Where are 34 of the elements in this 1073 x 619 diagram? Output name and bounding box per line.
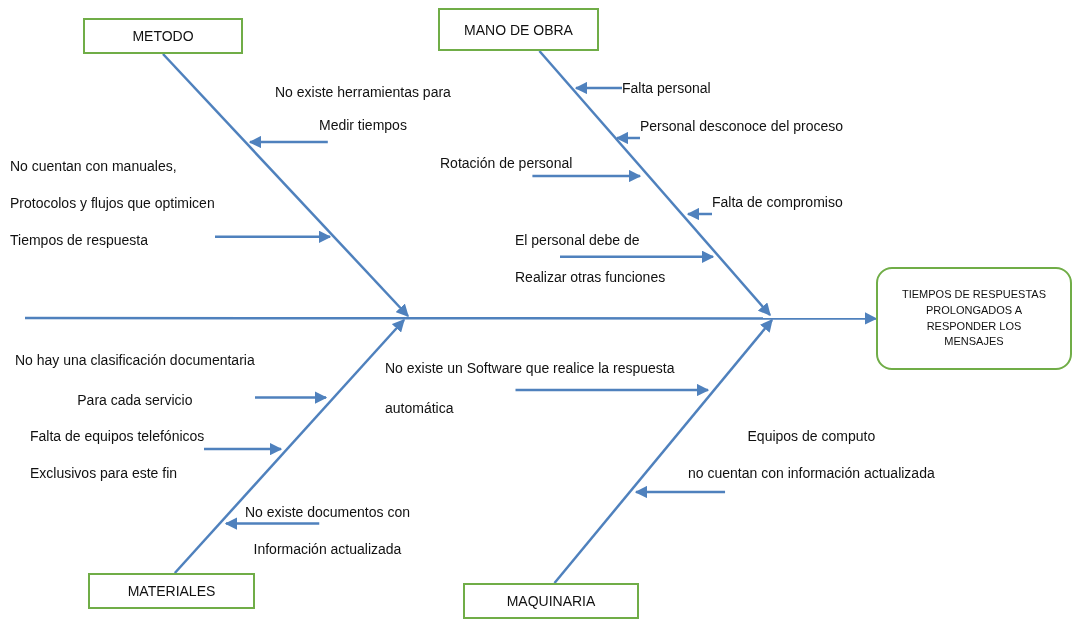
cause-text: Falta de compromiso — [712, 190, 843, 214]
category-box: MATERIALES — [88, 573, 255, 609]
arrow — [574, 81, 622, 95]
cause-text: Rotación de personal — [440, 150, 573, 176]
cause-text: Falta de equipos telefónicos Exclusivos para este fin — [30, 418, 205, 492]
arrow — [615, 131, 640, 145]
cause-text: No existe un Software que realice la respuesta automática — [385, 348, 675, 428]
category-box: METODO — [83, 18, 243, 54]
effect-box: TIEMPOS DE RESPUESTAS PROLONGADOS A RESPONDER LOS MENSAJES — [876, 267, 1072, 370]
arrow — [204, 442, 283, 456]
category-box: MANO DE OBRA — [438, 8, 599, 51]
arrow — [173, 319, 405, 574]
arrow — [686, 207, 712, 221]
cause-text: No existe herramientas para Medir tiempos — [275, 76, 451, 142]
arrow — [532, 169, 642, 183]
arrow — [215, 230, 332, 244]
cause-text: No hay una clasificación documentaria Para cada servicio — [15, 340, 255, 420]
cause-text: El personal debe de Realizar otras funciones — [515, 222, 666, 296]
arrow — [634, 485, 726, 499]
arrow — [25, 312, 878, 325]
arrow — [538, 50, 771, 316]
cause-text: No cuentan con manuales, Protocolos y flujos que optimicen Tiempos de respuesta — [10, 148, 215, 259]
arrow — [553, 319, 773, 584]
arrow — [224, 517, 320, 530]
cause-text: Equipos de computo no cuentan con información actualizada — [688, 418, 935, 492]
arrow — [515, 383, 710, 397]
category-box: MAQUINARIA — [463, 583, 639, 619]
arrow — [255, 391, 328, 404]
cause-text: No existe documentos con Información actualizada — [245, 494, 410, 568]
cause-text: Falta personal — [622, 76, 711, 100]
cause-text: Personal desconoce del proceso — [640, 114, 844, 138]
arrow — [162, 53, 409, 317]
arrow — [248, 135, 328, 149]
arrow — [560, 250, 715, 264]
